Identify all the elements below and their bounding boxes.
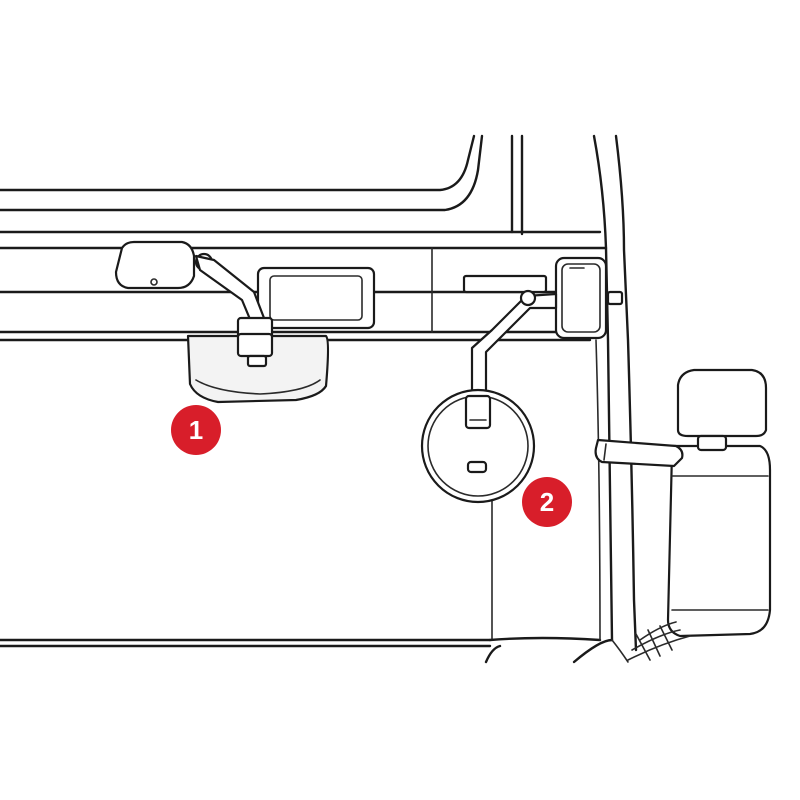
mirror-2 [420, 289, 558, 504]
hinge-bracket [594, 438, 684, 468]
marker-1-label: 1 [189, 415, 203, 445]
rear-pillar [572, 134, 638, 664]
marker-2-label: 2 [540, 487, 554, 517]
headrest [676, 368, 768, 452]
upper-bracket-right [462, 256, 624, 340]
mirror-1 [186, 332, 330, 404]
callout-marker-2: 2 [522, 477, 572, 527]
spare-tire [627, 444, 772, 661]
marker-2-circle [522, 477, 572, 527]
rear-window [0, 134, 524, 236]
callout-marker-1: 1 [171, 405, 221, 455]
marker-1-circle [171, 405, 221, 455]
license-light [256, 266, 376, 330]
